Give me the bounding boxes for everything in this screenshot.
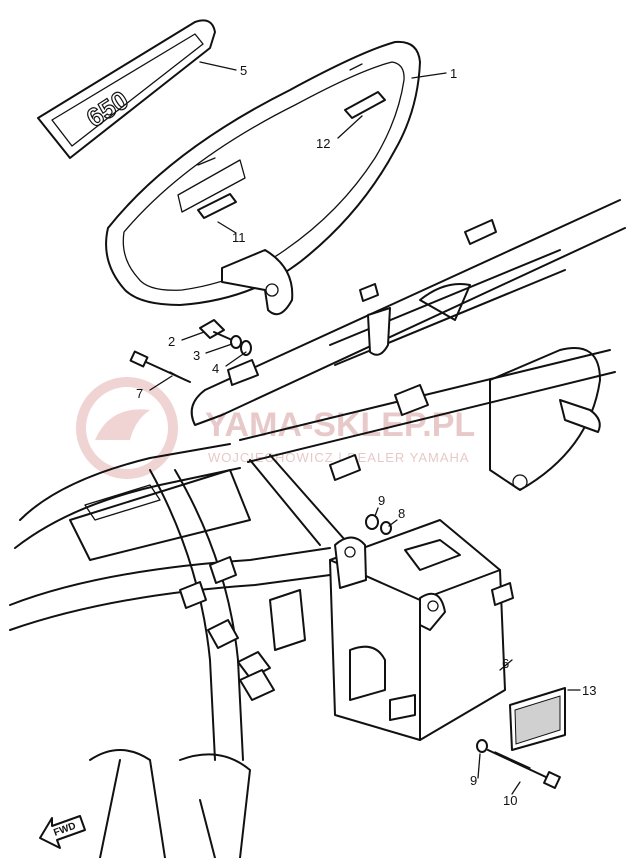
callout-3: 3 [193, 348, 200, 363]
callout-13: 13 [582, 683, 596, 698]
part-1-side-cover [105, 40, 421, 316]
watermark-subtitle: WOJCIECHOWICZ | DEALER YAMAHA [208, 450, 470, 465]
watermark-logo-mark [95, 409, 150, 440]
part-10-bolt [476, 739, 561, 789]
part-7-bolt [129, 350, 191, 383]
part-5-emblem: 650 [37, 19, 216, 159]
leader-lines [149, 61, 581, 795]
part-6-battery-box [329, 514, 514, 741]
callout-9-bottom: 9 [470, 773, 477, 788]
callout-1: 1 [450, 66, 457, 81]
hardware-2-3-4 [199, 319, 252, 356]
callout-10: 10 [503, 793, 517, 808]
callout-11: 11 [232, 230, 246, 245]
watermark-logo-ring [76, 377, 178, 479]
part-13-pad [509, 687, 566, 751]
callout-5: 5 [240, 63, 247, 78]
callout-2: 2 [168, 334, 175, 349]
callout-6: 6 [502, 656, 509, 671]
frame [9, 199, 626, 858]
callout-7: 7 [136, 386, 143, 401]
fwd-arrow: FWD [39, 815, 86, 849]
callout-4: 4 [212, 361, 219, 376]
callout-12: 12 [316, 136, 330, 151]
callout-9-top: 9 [378, 493, 385, 508]
callout-8: 8 [398, 506, 405, 521]
callouts: 5 1 12 11 2 3 4 7 9 8 6 13 9 10 [136, 63, 596, 808]
